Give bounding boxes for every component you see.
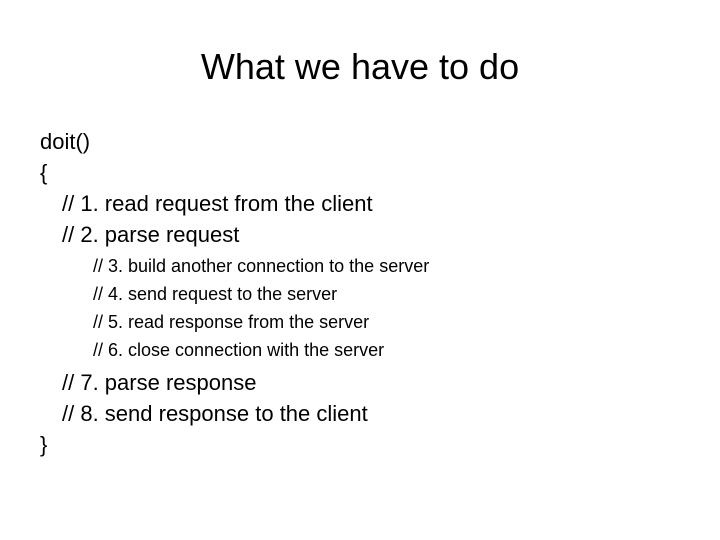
code-line-step-1: // 1. read request from the client <box>62 191 373 216</box>
code-line-step-3: // 3. build another connection to the se… <box>93 256 430 276</box>
code-line-step-2: // 2. parse request <box>62 222 240 247</box>
code-line-open-brace: { <box>40 160 48 185</box>
code-line-close-brace: } <box>40 432 48 457</box>
code-line-function-signature: doit() <box>40 129 91 154</box>
code-line-step-5: // 5. read response from the server <box>93 312 370 332</box>
page-title: What we have to do <box>200 46 520 87</box>
code-line-step-8: // 8. send response to the client <box>62 401 368 426</box>
code-block: doit() { // 1. read request from the cli… <box>40 126 680 460</box>
code-line-step-6: // 6. close connection with the server <box>93 340 385 360</box>
code-line-step-7: // 7. parse response <box>62 370 257 395</box>
code-line-step-4: // 4. send request to the server <box>93 284 338 304</box>
